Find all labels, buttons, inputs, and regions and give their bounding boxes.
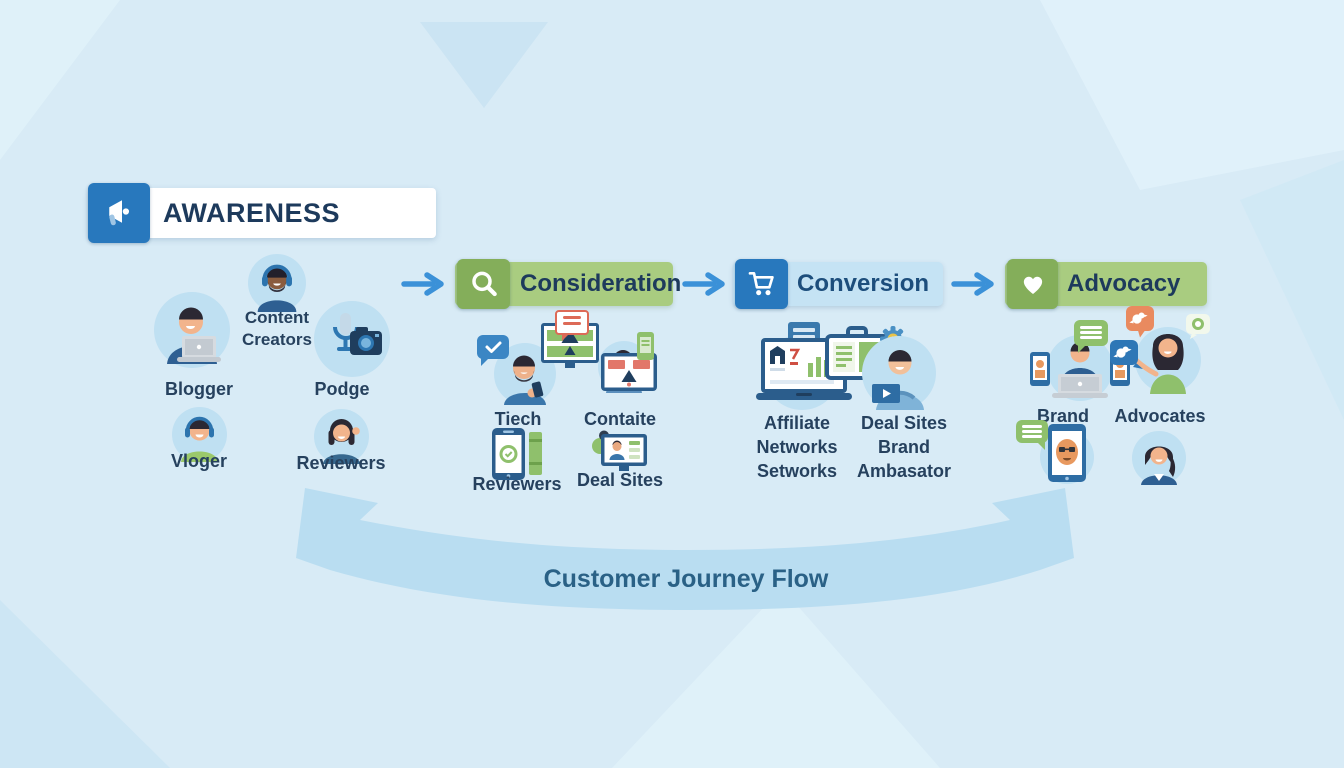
arrow-right-icon: [401, 272, 444, 296]
content-label: Contaite: [584, 409, 656, 429]
phone-review-icon: [492, 428, 542, 480]
content-creators-label: Content Creators: [242, 308, 312, 350]
arrow-right-icon: [951, 272, 994, 296]
awareness-title: AWARENESS: [163, 198, 341, 228]
tablet-content-icon: [601, 353, 657, 391]
person-headphones-icon: [248, 254, 306, 312]
woman-social-icon: [1110, 306, 1210, 394]
affiliate-networks-label: Affiliate Networks Setworks: [756, 413, 838, 481]
arrow-right-icon: [682, 272, 725, 296]
reviewers-consideration-label: Reviewers: [472, 474, 562, 494]
screen-person-icon: [592, 430, 647, 471]
brand-label: Brand: [1036, 406, 1089, 426]
cart-icon: [735, 259, 788, 309]
advocates-label: Advocates: [1114, 406, 1206, 426]
person-headset-icon: [172, 407, 227, 462]
conversion-title: Conversion: [797, 270, 930, 297]
advocacy-title: Advocacy: [1067, 270, 1181, 297]
microphone-camera-icon: [314, 301, 390, 377]
reviewers-awareness-label: Reviewers: [296, 453, 386, 473]
alert-bubble-icon: [555, 310, 589, 341]
person-laptop-icon: [154, 292, 230, 368]
tech-label: Tiech: [494, 409, 542, 429]
deal-sites-consideration-label: Deal Sites: [576, 470, 664, 490]
consideration-title: Consideration: [520, 270, 682, 297]
message-bubble-icon: [1016, 420, 1048, 450]
message-bubble-icon: [1074, 320, 1108, 353]
person-waving-icon: [314, 409, 369, 464]
brand-ambassador-label: Deal Sites Brand Ambasator: [856, 413, 952, 481]
megaphone-icon: [88, 183, 150, 243]
podcast-label: Podge: [314, 379, 370, 399]
vlogger-label: Vloger: [170, 451, 227, 471]
chat-check-bubble-icon: [477, 335, 509, 366]
flow-arrow-label: Customer Journey Flow: [543, 565, 829, 593]
phone-video-call-icon: [1048, 424, 1086, 482]
heart-icon: [1007, 259, 1058, 309]
person-chat-icon: [494, 343, 556, 405]
blogger-label: Blogger: [164, 379, 233, 399]
search-icon: [457, 259, 510, 309]
person-presenter-icon: [862, 336, 936, 410]
woman-avatar-icon: [1132, 431, 1186, 485]
green-phone-icon: [637, 332, 654, 360]
